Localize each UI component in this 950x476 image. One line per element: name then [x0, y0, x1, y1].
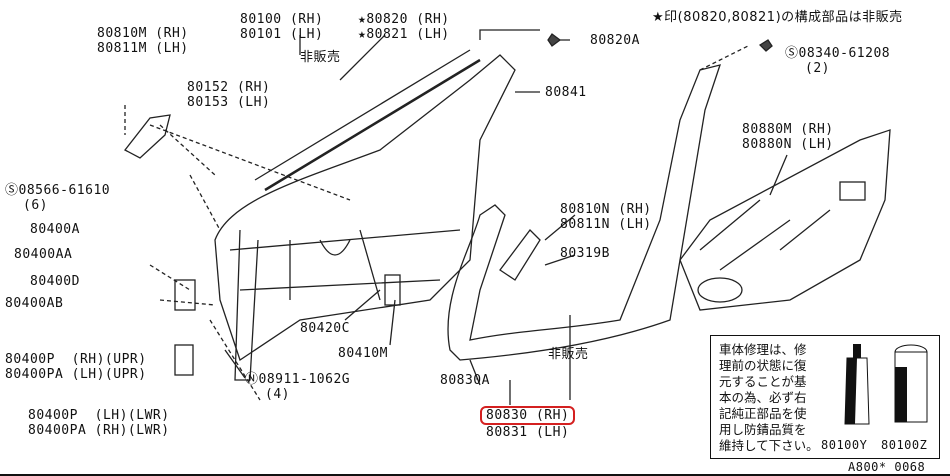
label-panel[interactable]: 80152 (RH)80153 (LH): [187, 80, 270, 110]
label-seal[interactable]: 80830 (RH)80831 (LH): [480, 406, 576, 440]
label-line: Ⓢ08566-61610: [5, 183, 111, 198]
sealant-tube-icon: [844, 344, 870, 425]
repair-note-text: 車体修理は、修 理前の状態に復 元することが基 本の為、必ず右 記純正部品を使 …: [719, 342, 819, 453]
label-line: Ⓝ08911-1062G: [245, 372, 351, 387]
label-line: 80400PA (LH)(UPR): [5, 367, 147, 382]
label-80400ab[interactable]: 80400AB: [5, 296, 64, 311]
label-line: 80400P (RH)(UPR): [5, 352, 147, 367]
label-line: (2): [805, 61, 830, 76]
label-80820a[interactable]: 80820A: [590, 33, 640, 48]
highlighted-part-number[interactable]: 80830 (RH): [480, 406, 576, 425]
label-line: 80152 (RH): [187, 80, 271, 95]
label-door-shell[interactable]: 80100 (RH)80101 (LH): [240, 12, 323, 42]
label-line: Ⓢ08340-61208: [785, 46, 891, 61]
label-nut-n[interactable]: Ⓝ08911-1062G(4): [245, 372, 350, 402]
label-line: 80400PA (RH)(LWR): [28, 423, 170, 438]
part-80100y[interactable]: 80100Y: [821, 438, 868, 452]
label-hinge-lower[interactable]: 80400P (LH)(LWR)80400PA (RH)(LWR): [28, 408, 170, 438]
label-mirror[interactable]: 80810M (RH)80811M (LH): [97, 26, 189, 56]
label-line: 80811M (LH): [97, 41, 189, 56]
label-screw-s[interactable]: Ⓢ08566-61610(6): [5, 183, 110, 213]
label-trim[interactable]: 80880M (RH)80880N (LH): [742, 122, 834, 152]
label-line: 80153 (LH): [187, 95, 271, 110]
door-shell-drawing: [214, 54, 516, 362]
label-line: 80831 (LH): [486, 425, 570, 440]
label-line: ★80820 (RH): [358, 12, 450, 27]
label-screw-s2[interactable]: Ⓢ08340-61208(2): [785, 46, 890, 76]
paint-can-icon: [894, 344, 928, 423]
label-80319b[interactable]: 80319B: [560, 246, 610, 261]
label-line: 80811N (LH): [560, 217, 652, 232]
label-line: 80880M (RH): [742, 122, 834, 137]
weatherstrip-drawing: [447, 64, 721, 361]
bottom-rule: [0, 474, 950, 476]
label-line: (6): [23, 198, 48, 213]
label-line: 80100 (RH): [240, 12, 324, 27]
label-80400d[interactable]: 80400D: [30, 274, 80, 289]
label-not-sold-top: 非販売: [300, 50, 341, 65]
repair-note-box: 車体修理は、修 理前の状態に復 元することが基 本の為、必ず右 記純正部品を使 …: [710, 335, 940, 459]
diagram-code: A800* 0068: [848, 460, 926, 474]
label-80410m[interactable]: 80410M: [338, 346, 388, 361]
label-line: 80101 (LH): [240, 27, 324, 42]
mirror-drawing: [124, 114, 171, 159]
trim-panel-drawing: [679, 129, 891, 311]
header-note: ★印(80820,80821)の構成部品は非販売: [652, 10, 903, 25]
label-line: 80400P (LH)(LWR): [28, 408, 170, 423]
part-80100z[interactable]: 80100Z: [881, 438, 928, 452]
label-80400a[interactable]: 80400A: [30, 222, 80, 237]
label-line: 80810M (RH): [97, 26, 189, 41]
label-line: 80810N (RH): [560, 202, 652, 217]
label-weatherstrip-inner[interactable]: 80810N (RH)80811N (LH): [560, 202, 652, 232]
label-star-part[interactable]: ★80820 (RH)★80821 (LH): [358, 12, 450, 42]
label-80400aa[interactable]: 80400AA: [14, 247, 73, 262]
label-line: ★80821 (LH): [358, 27, 450, 42]
label-80830a[interactable]: 80830A: [440, 373, 490, 388]
label-hinge-upper[interactable]: 80400P (RH)(UPR)80400PA (LH)(UPR): [5, 352, 147, 382]
label-line: 80880N (LH): [742, 137, 834, 152]
label-80420c[interactable]: 80420C: [300, 321, 350, 336]
label-line: (4): [265, 387, 290, 402]
label-80841[interactable]: 80841: [545, 85, 587, 100]
label-not-sold-bottom: 非販売: [548, 347, 589, 362]
